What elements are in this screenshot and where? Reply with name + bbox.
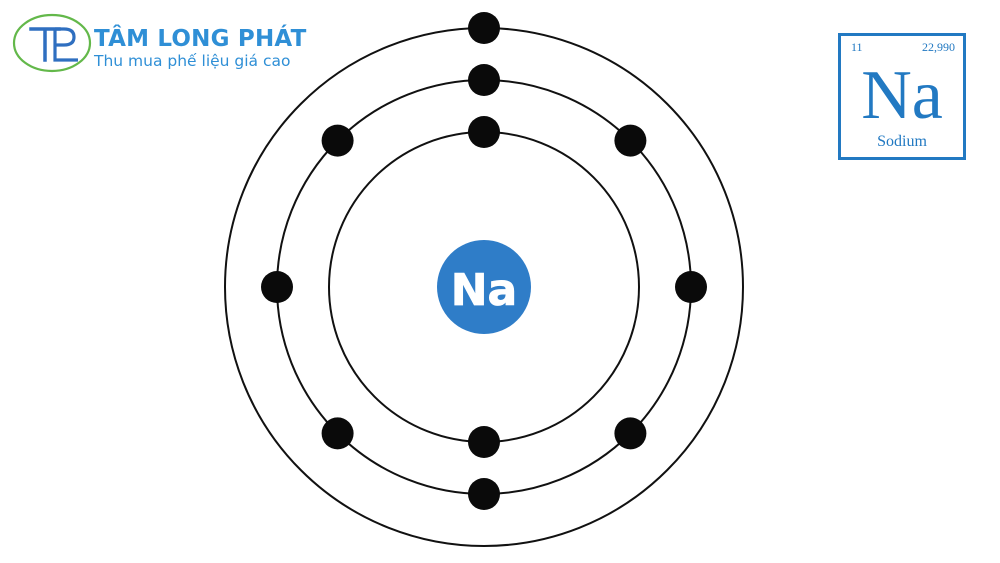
electron [468,12,500,44]
nucleus-circle [437,240,531,334]
electron [468,116,500,148]
nucleus: Na [437,240,531,334]
electron [614,417,647,450]
electron [321,124,354,157]
electron [261,271,293,303]
periodic-element-card: 11 22,990 Na Sodium [838,33,966,160]
electron [468,426,500,458]
nucleus-label: Na [451,265,518,316]
electron [675,271,707,303]
atomic-mass: 22,990 [922,40,955,54]
element-symbol: Na [861,57,943,134]
electron [321,417,354,450]
element-name: Sodium [877,133,927,150]
tlp-monogram-icon [12,13,92,73]
atomic-number: 11 [851,40,863,54]
brand-name: TÂM LONG PHÁT [94,26,307,52]
electron [614,124,647,157]
brand-tagline: Thu mua phế liệu giá cao [94,52,291,70]
electron [468,64,500,96]
brand-logo: TÂM LONG PHÁT Thu mua phế liệu giá cao [12,12,342,76]
electron [468,478,500,510]
